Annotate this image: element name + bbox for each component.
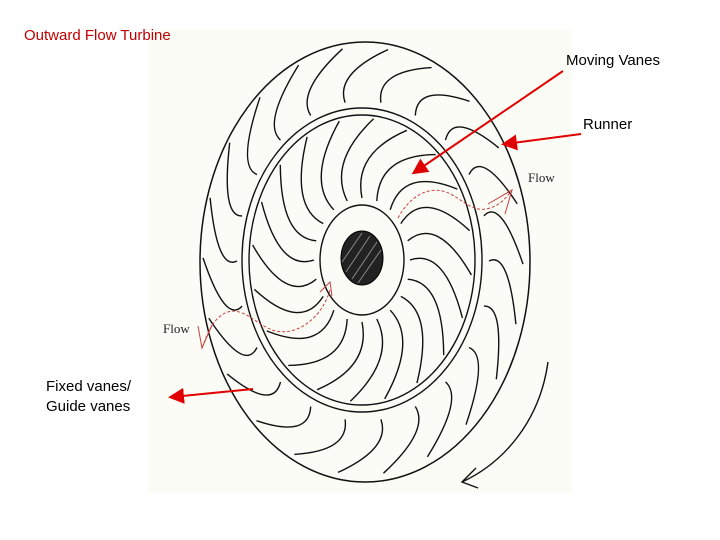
runner-vane <box>288 318 348 367</box>
guide-vane <box>273 64 300 141</box>
guide-vane <box>488 259 517 325</box>
guide-vane <box>209 197 238 263</box>
guide-vane <box>414 94 470 116</box>
runner-vane <box>349 318 384 402</box>
shaft-hatching <box>341 232 382 284</box>
runner-vane <box>360 129 408 199</box>
runner-ring-inner <box>248 114 476 406</box>
runner-vane <box>400 206 471 232</box>
runner-vane <box>407 232 473 276</box>
runner-vane <box>340 118 375 202</box>
fixed-vanes-label-line1: Fixed vanes/ <box>46 378 132 395</box>
guide-vane <box>383 406 420 474</box>
outer-casing <box>199 41 531 483</box>
flow-path-top <box>397 189 513 219</box>
flow-arrowhead-left <box>197 324 213 350</box>
flow-path-left <box>201 289 331 349</box>
runner-vane <box>253 288 324 314</box>
runner-vane <box>279 164 317 242</box>
guide-vane <box>208 317 258 357</box>
runner-label: Runner <box>583 116 633 133</box>
guide-vane <box>465 346 480 425</box>
runner-vane <box>260 201 315 263</box>
runner-vane <box>400 295 424 384</box>
runner-vane <box>389 180 458 211</box>
runner-vane <box>407 278 445 356</box>
runner-vane <box>384 309 404 400</box>
runner-vane <box>251 244 317 288</box>
shaft <box>340 230 384 286</box>
rotation-arrowhead <box>460 467 479 489</box>
guide-vane <box>294 419 347 456</box>
runner-vane <box>266 309 335 340</box>
flow-arrowhead-hub <box>319 280 333 297</box>
guide-vane <box>202 257 243 311</box>
runner-vane <box>316 321 364 391</box>
guide-vane <box>483 305 500 380</box>
diagram-title: Outward Flow Turbine <box>24 27 171 44</box>
runner-vane <box>320 120 340 211</box>
runner-pointer <box>501 133 582 151</box>
guide-vane <box>483 211 524 265</box>
guide-vane <box>306 48 343 116</box>
runner-vane <box>409 257 464 319</box>
fixed-vanes-pointer <box>168 387 254 404</box>
guide-vane <box>444 126 500 149</box>
fixed-vanes-label: Fixed vanes/ Guide vanes <box>46 377 131 417</box>
guide-vane <box>342 48 389 103</box>
guide-vane <box>256 406 312 428</box>
runner-vane <box>300 136 324 225</box>
runner-vane <box>376 153 436 202</box>
fixed-vanes-label-line2: Guide vanes <box>46 398 131 415</box>
guide-vane <box>246 97 261 176</box>
moving-vanes-pointer <box>411 70 564 175</box>
runner-ring-outer <box>241 107 483 413</box>
fixed-guide-vanes <box>202 48 524 474</box>
moving-runner-vanes <box>251 118 473 402</box>
flow-label-top: Flow <box>528 170 555 186</box>
guide-vane <box>379 66 432 103</box>
guide-vane <box>226 142 243 217</box>
guide-vane <box>337 419 384 474</box>
rotation-direction-arrow <box>461 361 549 483</box>
flow-arrowhead-top <box>487 188 513 215</box>
guide-vane <box>426 381 453 458</box>
moving-vanes-label: Moving Vanes <box>566 52 660 69</box>
guide-vane <box>226 373 282 396</box>
flow-label-left: Flow <box>163 321 190 337</box>
